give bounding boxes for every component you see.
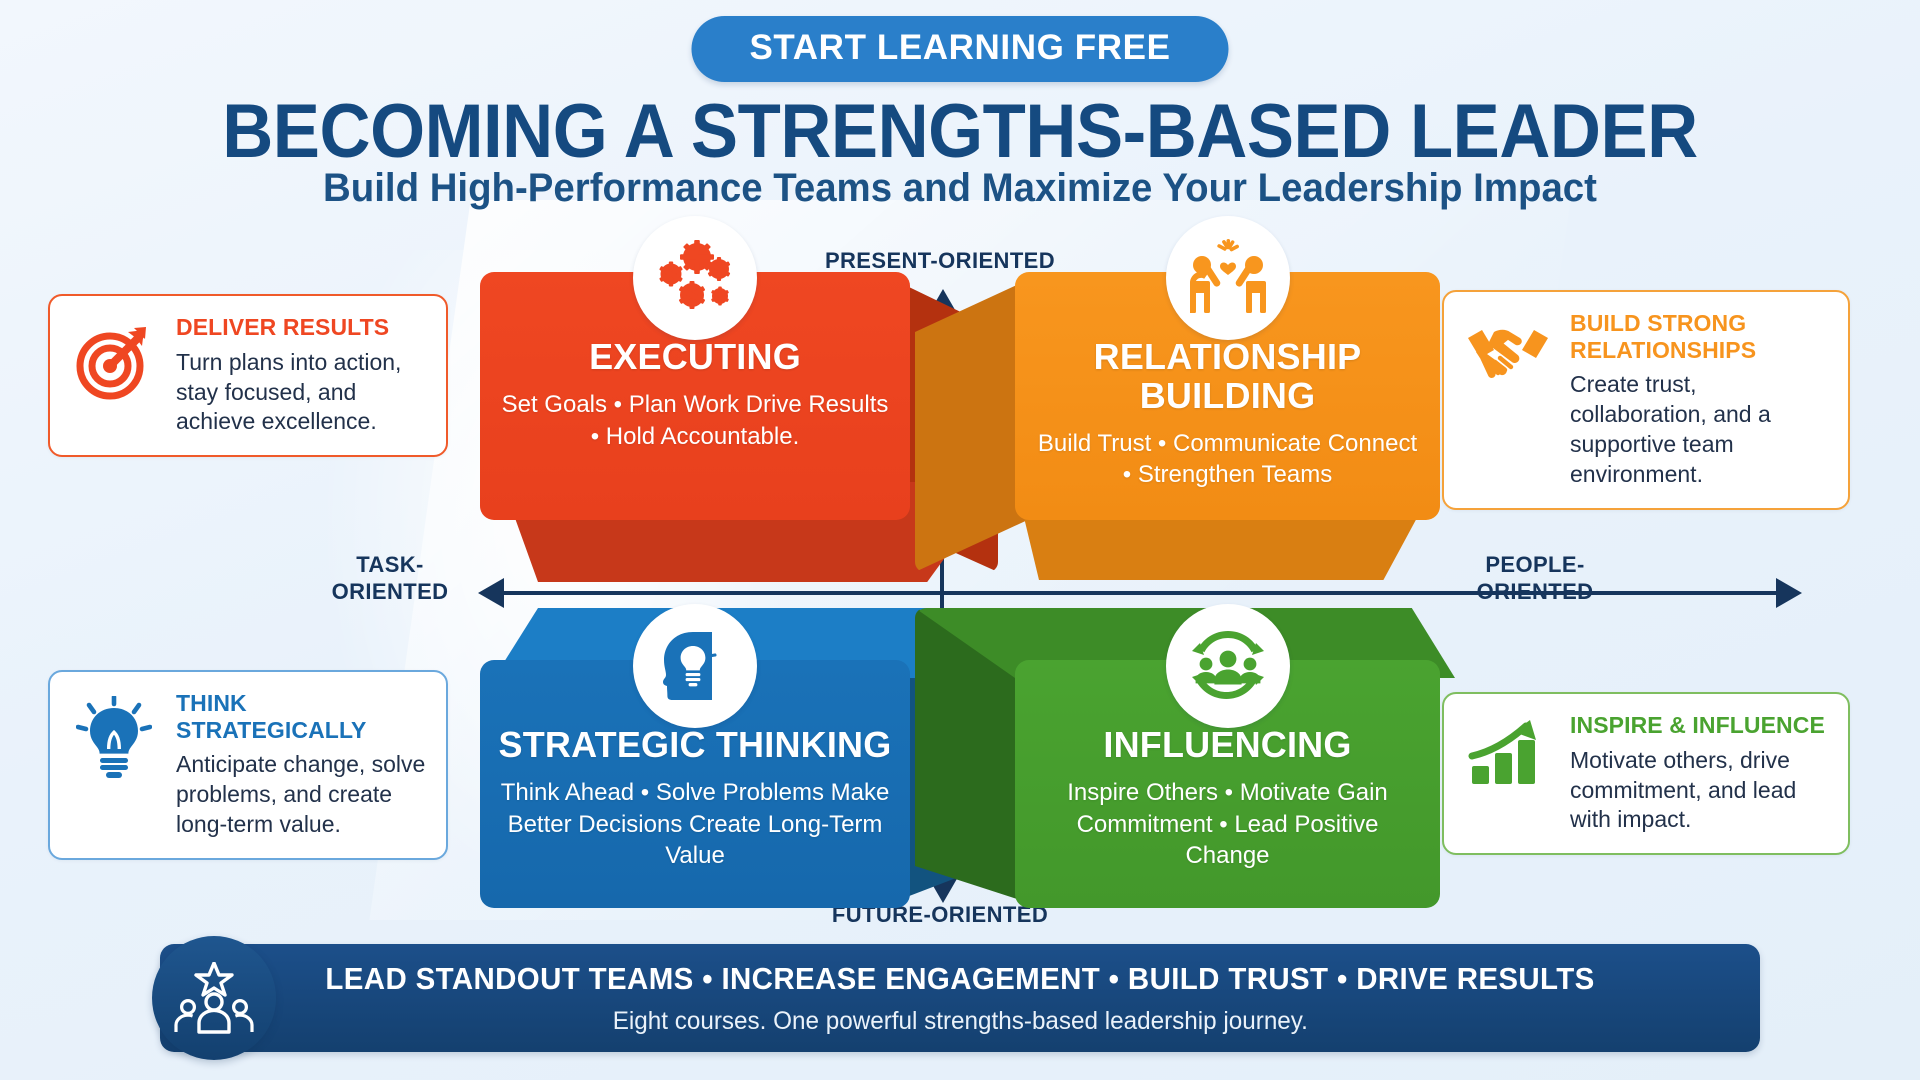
- card-heading: BUILD STRONG RELATIONSHIPS: [1570, 310, 1757, 363]
- footer-banner[interactable]: LEAD STANDOUT TEAMS • INCREASE ENGAGEMEN…: [160, 944, 1760, 1052]
- growth-chart-icon: [1462, 712, 1554, 790]
- card-think-strategically[interactable]: THINK STRATEGICALLY Anticipate change, s…: [48, 670, 448, 861]
- quadrant-executing[interactable]: EXECUTING Set Goals • Plan Work Drive Re…: [480, 216, 1000, 582]
- head-lightbulb-icon: [633, 604, 757, 728]
- quadrant-subtitle: Think Ahead • Solve Problems Make Better…: [500, 778, 890, 870]
- card-heading: INSPIRE & INFLUENCE: [1570, 712, 1825, 738]
- card-body: Turn plans into action, stay focused, an…: [176, 348, 402, 435]
- quadrant-subtitle: Inspire Others • Motivate Gain Commitmen…: [1067, 778, 1388, 870]
- card-body: Create trust, collaboration, and a suppo…: [1570, 371, 1771, 488]
- card-build-strong-relationships[interactable]: BUILD STRONG RELATIONSHIPS Create trust,…: [1442, 290, 1850, 510]
- axis-label-present-oriented: PRESENT-ORIENTED: [824, 248, 1056, 273]
- axis-label-people-oriented: PEOPLE- ORIENTED: [1440, 552, 1630, 606]
- quadrant-relationship-building[interactable]: RELATIONSHIP BUILDING Build Trust • Comm…: [915, 216, 1440, 580]
- horizontal-axis: [487, 591, 1783, 595]
- axis-label-task-line1: TASK-: [356, 552, 424, 577]
- team-network-icon: [1165, 604, 1290, 728]
- page-subtitle: Build High-Performance Teams and Maximiz…: [323, 166, 1597, 210]
- vertical-axis: [940, 298, 944, 883]
- start-learning-free-button[interactable]: START LEARNING FREE: [691, 16, 1229, 82]
- quadrant-title: INFLUENCING: [1103, 724, 1352, 765]
- quadrant-title: STRATEGIC THINKING: [498, 724, 892, 765]
- card-body: Motivate others, drive commitment, and l…: [1570, 746, 1797, 833]
- footer-headline: LEAD STANDOUT TEAMS • INCREASE ENGAGEMEN…: [325, 960, 1595, 996]
- quadrant-subtitle: Build Trust • Communicate Connect • Stre…: [1037, 429, 1418, 489]
- card-heading: THINK STRATEGICALLY: [176, 690, 367, 743]
- quadrant-title: RELATIONSHIP BUILDING: [1093, 336, 1362, 416]
- card-deliver-results[interactable]: DELIVER RESULTS Turn plans into action, …: [48, 294, 448, 458]
- quadrant-title: EXECUTING: [589, 336, 801, 377]
- quadrant-subtitle: Set Goals • Plan Work Drive Results • Ho…: [501, 390, 889, 450]
- team-star-icon: [152, 936, 276, 1060]
- card-body: Anticipate change, solve problems, and c…: [176, 751, 426, 838]
- axis-label-task-line2: ORIENTED: [331, 578, 449, 604]
- page-title: BECOMING A STRENGTHS-BASED LEADER: [222, 89, 1698, 174]
- axis-label-people-line2: ORIENTED: [1476, 578, 1594, 604]
- quadrant-influencing[interactable]: INFLUENCING Inspire Others • Motivate Ga…: [915, 604, 1455, 908]
- handshake-icon: [1462, 310, 1554, 386]
- axis-label-task-oriented: TASK- ORIENTED: [300, 552, 480, 606]
- card-heading: DELIVER RESULTS: [176, 314, 390, 340]
- target-arrow-icon: [68, 314, 160, 404]
- arrow-right-icon: [1776, 578, 1802, 608]
- lightbulb-icon: [68, 690, 160, 780]
- axis-label-people-line1: PEOPLE-: [1485, 552, 1585, 577]
- quadrant-strategic-thinking[interactable]: STRATEGIC THINKING Think Ahead • Solve P…: [480, 604, 1005, 908]
- arrow-left-icon: [478, 578, 504, 608]
- footer-subline: Eight courses. One powerful strengths-ba…: [612, 1006, 1308, 1035]
- gears-icon: [633, 216, 757, 340]
- card-inspire-and-influence[interactable]: INSPIRE & INFLUENCE Motivate others, dri…: [1442, 692, 1850, 856]
- high-five-people-icon: [1165, 216, 1290, 340]
